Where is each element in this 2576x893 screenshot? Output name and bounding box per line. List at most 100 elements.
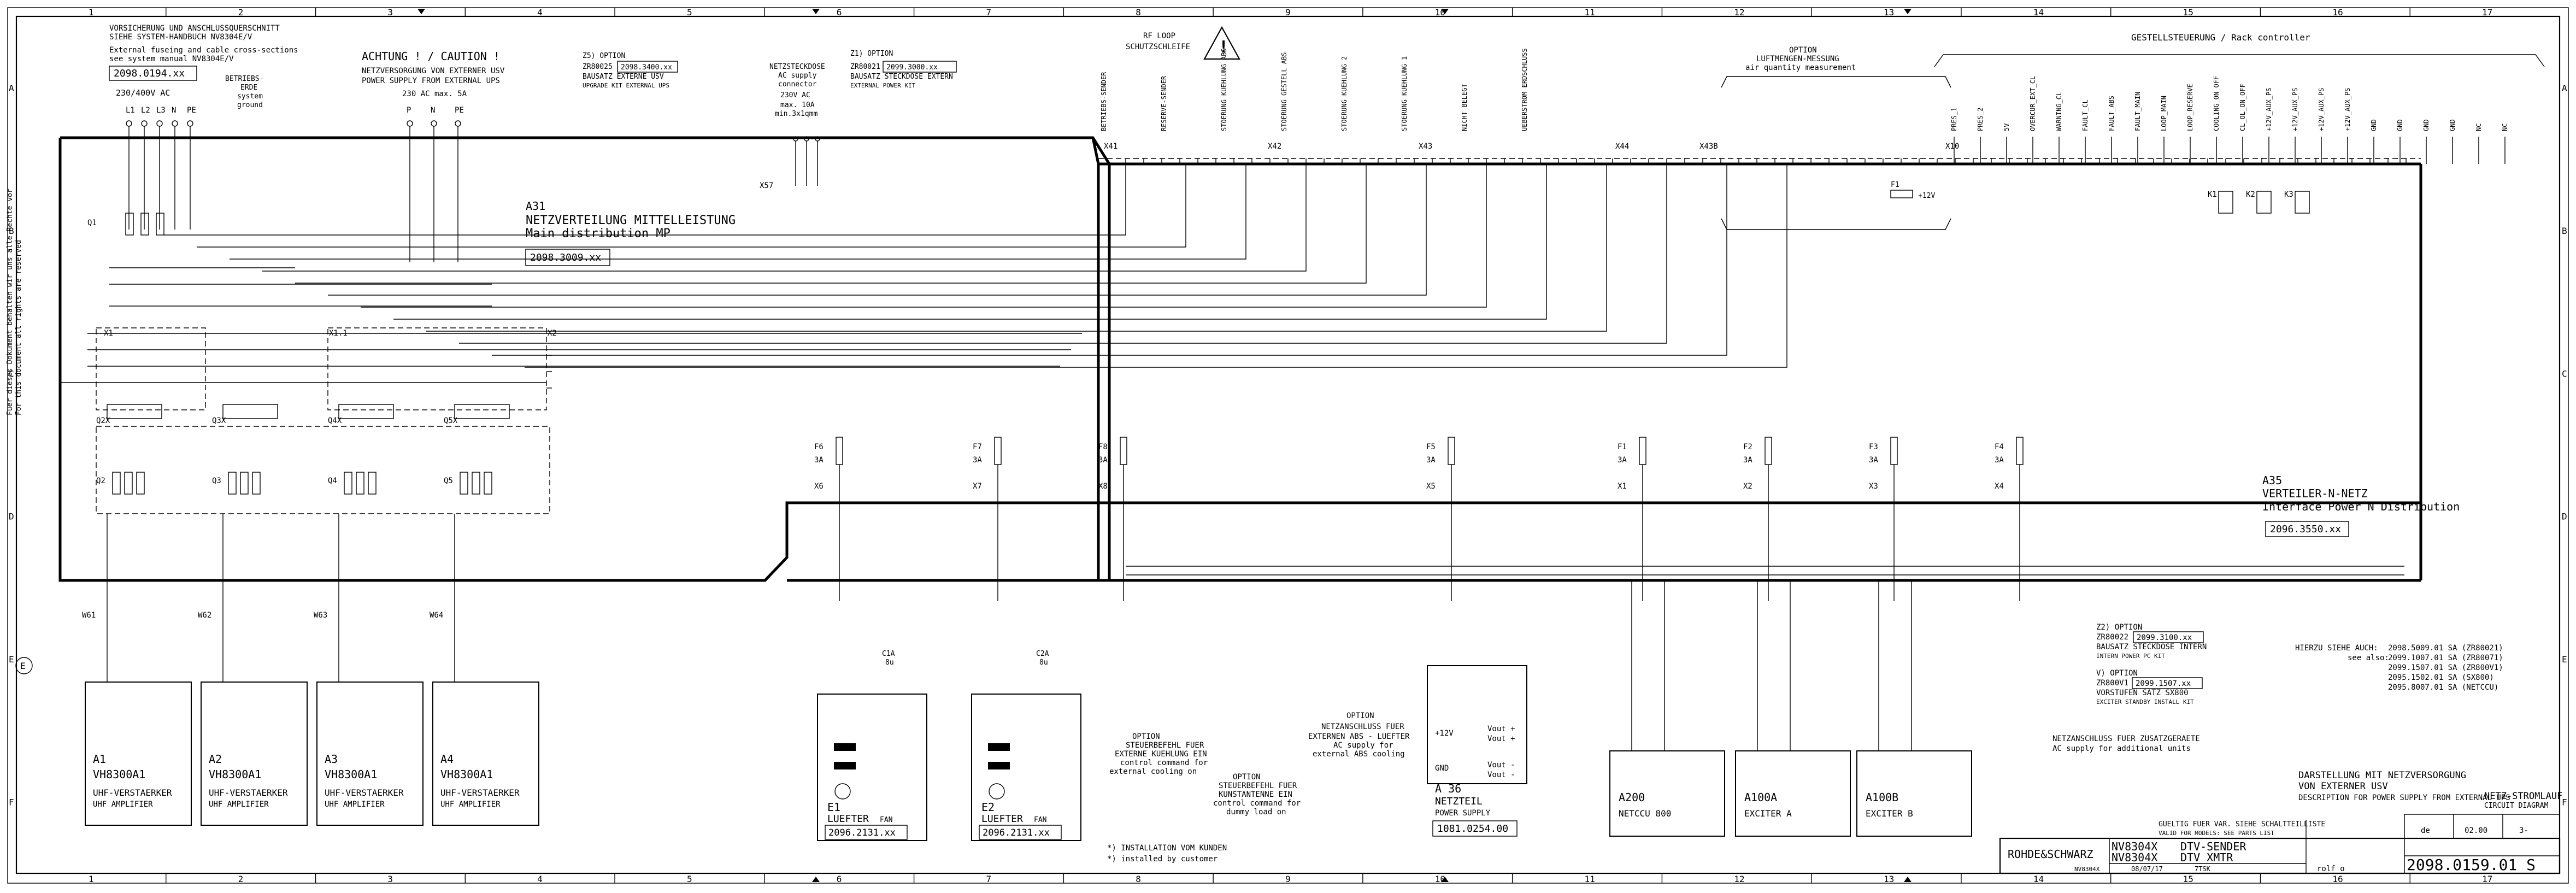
version: 02.00 [2465, 826, 2487, 835]
controller-signal: FAULT_ABS [2108, 96, 2115, 131]
earth-label-line: ERDE [240, 84, 257, 92]
fuse-label: F4 [1995, 443, 2004, 451]
signal-route [393, 164, 1547, 320]
amplifier-name-de: UHF-VERSTAERKER [325, 788, 404, 798]
cable-note-line: VORSICHERUNG UND ANSCHLUSSQUERSCHNITT [109, 24, 280, 33]
controller-signal: +12V_AUX_PS [2291, 88, 2299, 131]
module-block [1735, 750, 1851, 837]
terminal-label: L1 [126, 106, 135, 115]
v-line: VORSTUFEN SATZ SX800 [2096, 689, 2189, 697]
a31-title-de: NETZVERTEILUNG MITTELLEISTUNG [526, 214, 736, 227]
fan-part-box [825, 825, 908, 840]
outer-frame [7, 7, 2569, 884]
see-also-ref: 2095.8007.01 SA (NETCCU) [2388, 683, 2498, 692]
fuse-label: F8 [1098, 443, 1108, 451]
module-name: NETCCU 800 [1619, 808, 1671, 819]
fan-name-de: LUEFTER [827, 813, 869, 825]
see-also-label: HIERZU SIEHE AUCH: [2295, 644, 2378, 653]
column-index: 14 [2033, 874, 2044, 884]
fuse-rating: 3A [1426, 456, 1436, 465]
caution-line: NETZVERSORGUNG VON EXTERNER USV [362, 67, 505, 75]
dept: 7TSK [2195, 865, 2211, 873]
fan-name-en: FAN [880, 816, 892, 824]
row-index: C [9, 368, 14, 379]
rights-note-de: Fuer dieses Dokument behalten wir uns al… [6, 189, 14, 415]
column-index: 12 [1734, 7, 1744, 17]
connector-label: X10 [1945, 142, 1959, 151]
fan-coil-icon [988, 743, 1010, 751]
breaker-pole [460, 472, 468, 495]
amplifier-model: VH8300A1 [440, 768, 493, 781]
cable-label: W61 [82, 611, 96, 620]
rf-loop-label: SCHUTZSCHLEIFE [1126, 43, 1190, 51]
column-index: 9 [1285, 874, 1291, 884]
controller-signal: COOLING_ON_OFF [2213, 76, 2220, 131]
psu-pin: GND [1435, 764, 1449, 773]
sheet-frame [15, 15, 2561, 874]
terminal-label: X1 [104, 329, 113, 338]
description-line: VON EXTERNER USV [2298, 781, 2388, 792]
signal-route [230, 164, 1246, 260]
controller-signal: GND [2422, 119, 2430, 131]
cable-note-line: see system manual NV8304E/V [109, 55, 234, 63]
marker-triangle-icon [812, 9, 820, 14]
fan-name-en: FAN [1034, 816, 1046, 824]
signal-route [164, 164, 1126, 236]
column-index: 6 [837, 7, 842, 17]
z5-ref: ZR80025 [583, 63, 613, 71]
marker-triangle-icon [1904, 877, 1912, 882]
abs-option-line: EXTERNEN ABS - LUEFTER [1308, 732, 1410, 741]
relay-label: K2 [2246, 190, 2255, 199]
extra-socket-line: NETZANSCHLUSS FUER ZUSATZGERAETE [2052, 735, 2200, 743]
z1-line: EXTERNAL POWER KIT [850, 82, 916, 89]
breaker-label: Q1 [87, 219, 97, 227]
column-index: 12 [1734, 874, 1744, 884]
z1-option-label: Z1) OPTION [850, 50, 893, 58]
amplifier-id: A4 [440, 753, 454, 766]
breaker-pole [356, 472, 364, 495]
terminal-icon [172, 120, 178, 127]
earth-label-line: BETRIEBS- [225, 75, 263, 83]
cooling-option-line: STEUERBEFEHL FUER [1126, 741, 1204, 750]
controller-signal: +12V_AUX_PS [2344, 88, 2351, 131]
z2-line: BAUSATZ STECKDOSE INTERN [2096, 643, 2207, 651]
power-supply-name-en: POWER SUPPLY [1435, 809, 1491, 818]
breaker-pole [125, 213, 134, 236]
contactor-block [454, 404, 510, 419]
title-block: ROHDE&SCHWARZ NV8304X DTV-SENDER NV8304X… [1999, 791, 2562, 874]
abs-option-line: external ABS cooling [1313, 750, 1405, 759]
connector-label: X44 [1615, 142, 1629, 151]
connector-label: X42 [1268, 142, 1281, 151]
column-index: 2 [238, 874, 244, 884]
amplifier-name-de: UHF-VERSTAERKER [209, 788, 288, 798]
fan-part-box [979, 825, 1062, 840]
z1-ref: ZR80021 [850, 63, 880, 71]
controller-bracket [1934, 54, 2545, 67]
column-index: 13 [1884, 7, 1894, 17]
fan-part: 2096.2131.xx [983, 827, 1050, 838]
fuse-output: X3 [1869, 482, 1878, 491]
controller-signal: PRES_1 [1950, 108, 1958, 131]
fuse-icon [2016, 437, 2024, 465]
z2-ref: ZR80022 [2096, 633, 2128, 642]
origin: NV8304X [2074, 866, 2100, 873]
module-name: EXCITER A [1744, 808, 1792, 819]
row-index: D [9, 512, 14, 522]
socket-line: 230V AC [780, 91, 810, 99]
column-index: 11 [1585, 874, 1595, 884]
terminal-label: X2 [548, 329, 557, 338]
earth-label-line: ground [237, 101, 263, 109]
dummy-option-line: OPTION [1233, 773, 1261, 782]
column-index: 8 [1136, 7, 1141, 17]
fuse-icon [1448, 437, 1455, 465]
breaker-pole [484, 472, 492, 495]
module-name: EXCITER B [1866, 808, 1913, 819]
amplifier-name-de: UHF-VERSTAERKER [440, 788, 520, 798]
abs-option-line: OPTION [1346, 712, 1374, 720]
socket-line: min.3x1qmm [775, 110, 818, 118]
